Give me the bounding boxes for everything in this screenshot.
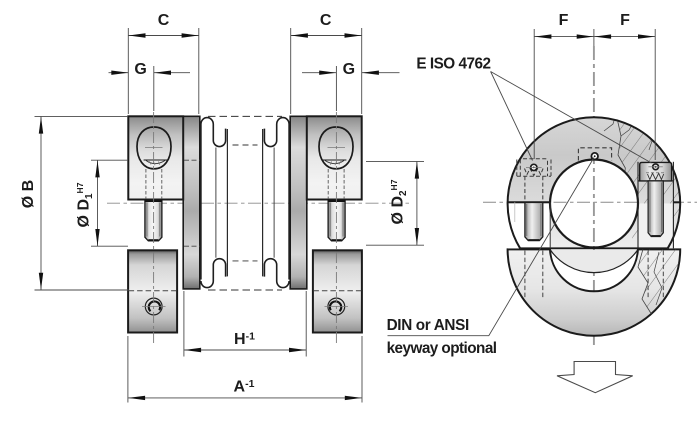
svg-text:Ø D2H7: Ø D2H7 — [389, 179, 409, 224]
svg-text:keyway optional: keyway optional — [387, 340, 497, 357]
svg-text:F: F — [559, 12, 569, 29]
svg-text:C: C — [320, 12, 332, 29]
svg-text:Ø B: Ø B — [20, 180, 37, 208]
svg-text:DIN or ANSI: DIN or ANSI — [387, 317, 469, 334]
svg-text:F: F — [620, 12, 630, 29]
svg-text:Ø D1H7: Ø D1H7 — [75, 182, 95, 227]
svg-text:G: G — [134, 61, 146, 78]
svg-text:C: C — [158, 12, 170, 29]
svg-text:E ISO 4762: E ISO 4762 — [416, 56, 490, 73]
svg-text:G: G — [343, 61, 355, 78]
